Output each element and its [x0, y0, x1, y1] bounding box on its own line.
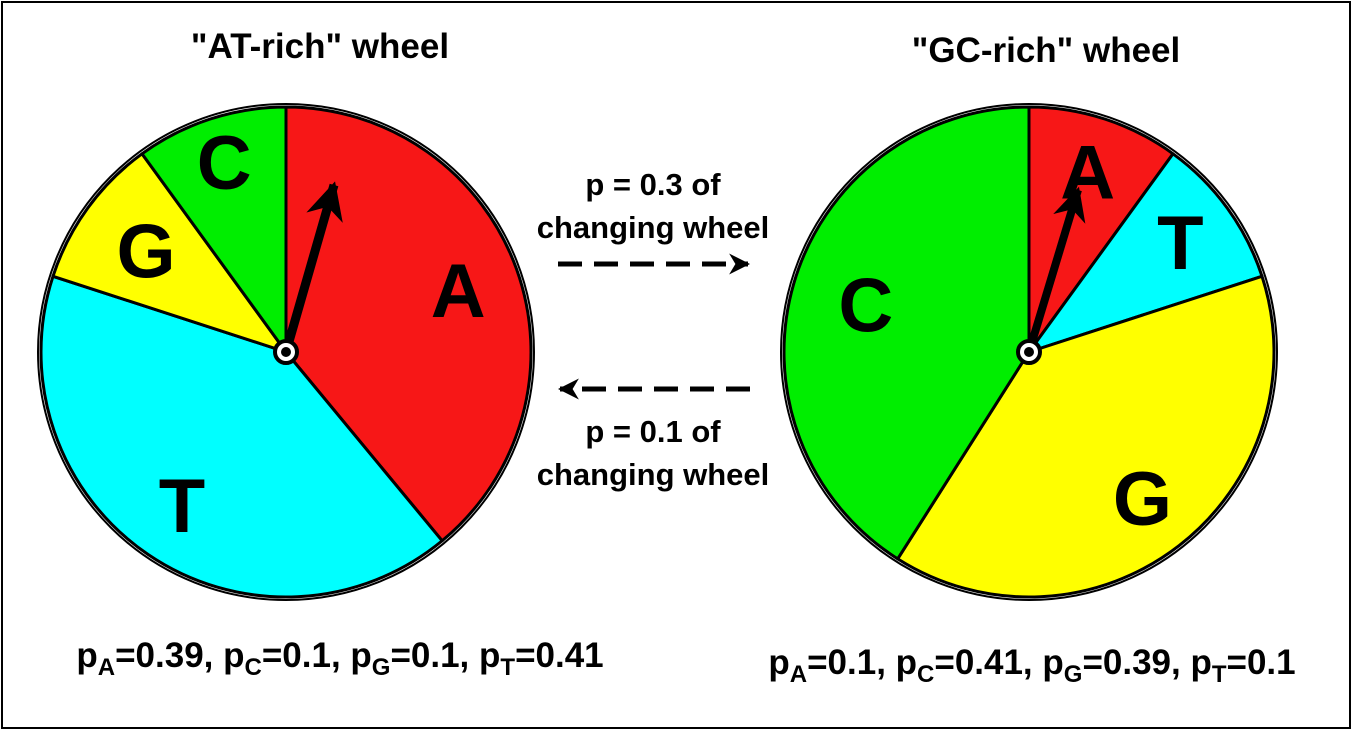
probability-subscript: A — [790, 661, 807, 688]
probability-value: =0.1, — [390, 636, 479, 675]
probability-value: =0.39, — [1082, 643, 1190, 682]
at-wheel-pointer — [281, 181, 343, 354]
gc-rich-wheel: AT G C — [780, 103, 1278, 601]
at-segment-c — [140, 105, 288, 354]
gc-wheel-probabilities: pA=0.1, pC=0.41, pG=0.39, pT=0.1 — [768, 643, 1295, 688]
gc-segment-a — [1027, 105, 1175, 354]
at-segment-a — [284, 105, 533, 543]
gc-segment-g — [896, 274, 1276, 599]
at-wheel-title: "AT-rich" wheel — [191, 27, 449, 66]
gc-segment-label-g: G — [1113, 457, 1172, 542]
probability-subscript: C — [917, 661, 934, 688]
gc-wheel-hub — [1016, 339, 1042, 365]
gc-segment-label-c: C — [838, 264, 893, 349]
probability-value: =0.1, — [262, 636, 351, 675]
at-to-gc-label-line1: p = 0.3 of — [585, 167, 721, 202]
gc-segment-c — [782, 105, 1031, 561]
at-segment-label-t: T — [159, 464, 205, 549]
at-segment-t — [39, 274, 444, 599]
at-segment-label-g: G — [116, 209, 175, 294]
at-segment-label-c: C — [197, 121, 252, 206]
at-wheel-hub — [273, 339, 299, 365]
at-segment-label-a: A — [431, 249, 486, 334]
probability-value: =0.41 — [515, 636, 604, 675]
probability-value: =0.1, — [807, 643, 896, 682]
gc-segment-label-a: A — [1060, 130, 1115, 215]
probability-value: =0.39, — [115, 636, 223, 675]
gc-to-at-label-line1: p = 0.1 of — [585, 414, 721, 449]
gc-wheel-title: "GC-rich" wheel — [912, 31, 1181, 70]
probability-subscript: G — [372, 654, 391, 681]
probability-value: =0.1 — [1227, 643, 1296, 682]
probability-value: =0.41, — [934, 643, 1042, 682]
gc-to-at-label-line2: changing wheel — [537, 457, 770, 492]
probability-subscript: G — [1064, 661, 1083, 688]
at-segment-g — [51, 152, 288, 354]
at-wheel-probabilities: pA=0.39, pC=0.1, pG=0.1, pT=0.41 — [76, 636, 603, 681]
at-rich-wheel: A T GC — [37, 103, 535, 601]
probability-subscript: T — [1212, 661, 1227, 688]
probability-subscript: T — [500, 654, 515, 681]
at-to-gc-label-line2: changing wheel — [537, 210, 770, 245]
gc-wheel-pointer — [1025, 186, 1086, 354]
probability-subscript: A — [98, 654, 115, 681]
gc-segment-t — [1027, 152, 1264, 354]
gc-segment-label-t: T — [1157, 201, 1203, 286]
probability-subscript: C — [245, 654, 262, 681]
